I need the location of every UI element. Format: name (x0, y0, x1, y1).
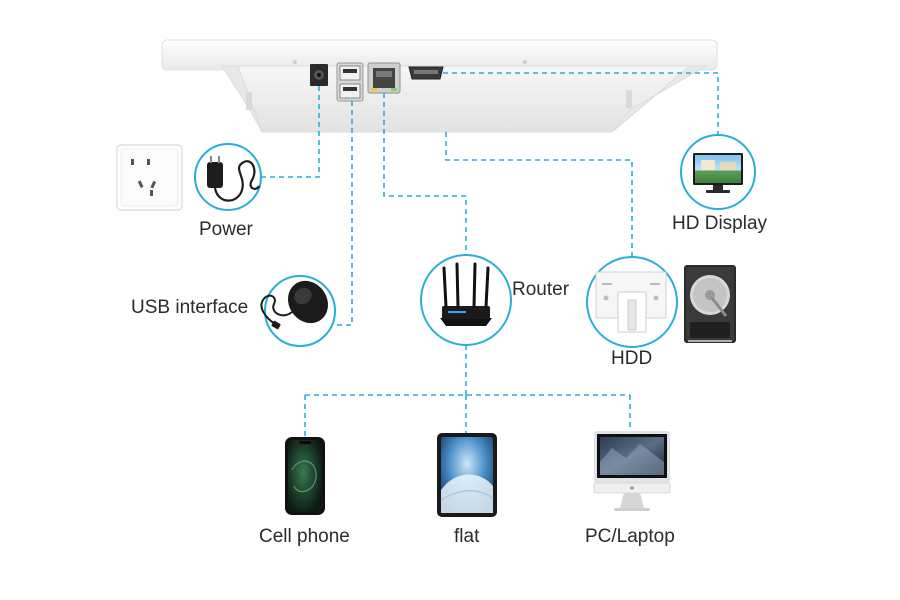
dc-power-port (310, 64, 328, 86)
hdmi-port (408, 66, 444, 80)
pc-laptop-label: PC/Laptop (585, 526, 675, 547)
usb-ports (336, 62, 364, 102)
connector-lines (262, 72, 719, 438)
ethernet-connector-line (383, 93, 467, 253)
wall-socket-image (116, 144, 183, 211)
power-adapter-image (207, 156, 260, 202)
usb-interface-label: USB interface (131, 297, 249, 318)
cell-phone-label: Cell phone (259, 526, 350, 547)
router-to-hdd-line (445, 132, 633, 258)
panel-device (161, 39, 718, 133)
usb-mouse-image (260, 280, 329, 330)
hard-disk-image (684, 265, 736, 343)
router-image (440, 262, 492, 326)
usb-connector-line (334, 101, 353, 326)
hdd-label: HDD (611, 348, 653, 369)
power-connector-line (262, 86, 320, 178)
ethernet-port (367, 62, 401, 94)
tablet-image (437, 433, 497, 517)
hdmi-connector-line (443, 72, 719, 135)
power-label: Power (199, 219, 253, 240)
pc-laptop-image (593, 431, 671, 511)
cell-phone-image (285, 437, 325, 515)
hdd-bay-image (595, 271, 667, 333)
hd-display-image (693, 153, 743, 193)
router-circle (420, 254, 512, 346)
router-label: Router (512, 279, 570, 300)
flat-label: flat (454, 526, 480, 547)
hd-display-label: HD Display (672, 213, 768, 234)
